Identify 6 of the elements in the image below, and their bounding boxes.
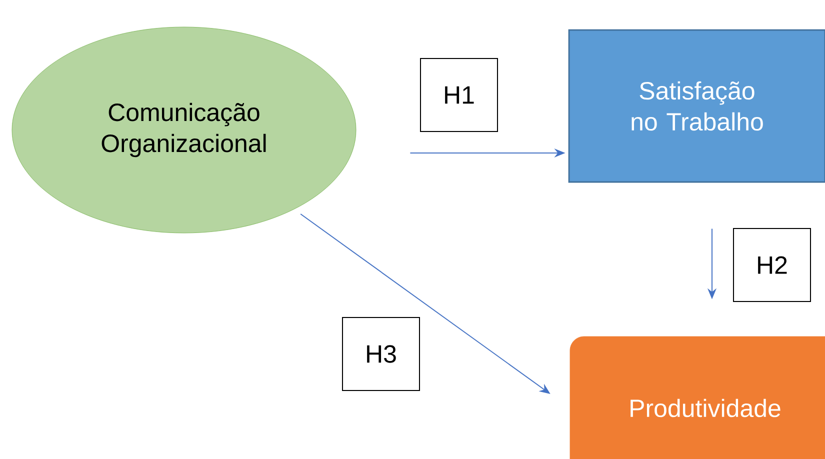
edge-label: H3 — [342, 317, 420, 391]
edge-label: H1 — [420, 58, 498, 132]
edge-label: H2 — [733, 228, 811, 302]
oval-node: Comunicação Organizacional — [12, 26, 356, 234]
rounded-box: Produtividade — [570, 336, 825, 459]
process-box: Satisfação no Trabalho — [568, 29, 825, 183]
